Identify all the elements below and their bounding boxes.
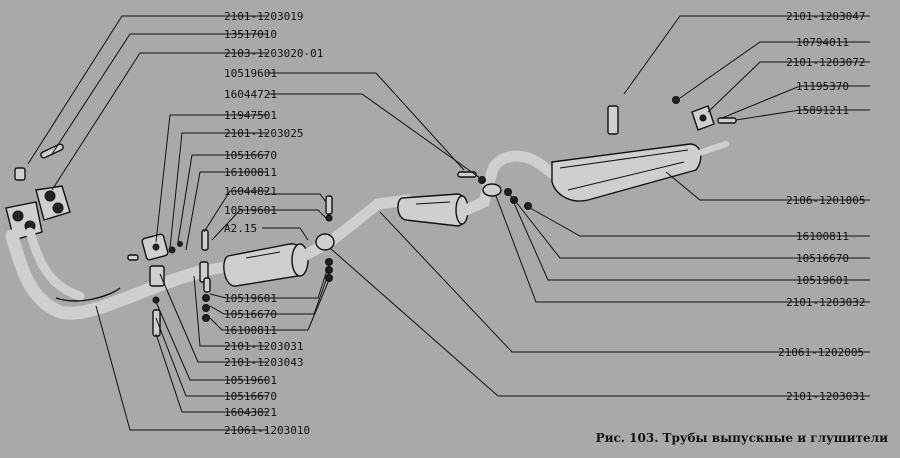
callout-label: 21061-1202005 — [778, 346, 864, 359]
callout-label: 10519601 — [224, 292, 277, 305]
callout-label: 16100811 — [224, 166, 277, 179]
callout-label: 2106-1201005 — [786, 194, 865, 207]
callout-label: 10516670 — [796, 252, 849, 265]
callout-label: 2101-1203043 — [224, 356, 303, 369]
callout-label: 10516670 — [224, 390, 277, 403]
tail-pipe — [460, 150, 562, 216]
rear-resonator — [397, 193, 469, 227]
callout-label: 2101-1203019 — [224, 10, 303, 23]
callout-label: 2101-1203047 — [786, 10, 865, 23]
callout-labels-left: 2101-1203019 13517010 2103-1203020-01 10… — [224, 10, 323, 437]
callout-label: 10519601 — [224, 67, 277, 80]
callout-labels-right: 2101-1203047 10794011 2101-1203072 11195… — [778, 10, 865, 403]
callout-label: 2101-1203031 — [224, 340, 303, 353]
fasteners — [127, 171, 532, 337]
rear-mount-hardware — [607, 96, 737, 135]
callout-label: 16043821 — [224, 406, 277, 419]
callout-label: 2101-1203032 — [786, 296, 865, 309]
callout-label: 16100811 — [224, 324, 277, 337]
callout-label: 11195370 — [796, 80, 849, 93]
callout-label: A2.15 — [224, 222, 257, 235]
callout-label: 11947501 — [224, 109, 277, 122]
leader-lines — [27, 15, 870, 431]
callout-label: 2101-1203025 — [224, 127, 303, 140]
callout-label: 10519601 — [224, 374, 277, 387]
callout-label: 2101-1203031 — [786, 390, 865, 403]
exhaust-drawing — [5, 96, 737, 337]
pipe-clamp — [141, 233, 169, 287]
callout-label: 10794011 — [796, 36, 849, 49]
callout-label: 2101-1203072 — [786, 56, 865, 69]
mid-pipe — [294, 194, 414, 264]
flange-gasket — [35, 185, 71, 221]
callout-label: 21061-1203010 — [224, 424, 310, 437]
callout-label: 2103-1203020-01 — [224, 47, 323, 60]
front-downpipe — [5, 227, 207, 320]
main-muffler — [551, 141, 729, 202]
callout-label: 10516670 — [224, 308, 277, 321]
callout-label: 13517010 — [224, 28, 277, 41]
callout-label: 10519601 — [796, 274, 849, 287]
callout-label: 16044821 — [224, 185, 277, 198]
callout-label: 16100811 — [796, 230, 849, 243]
callout-label: 10516670 — [224, 149, 277, 162]
stud-parts — [14, 143, 64, 181]
callout-label: 16044721 — [224, 88, 277, 101]
front-resonator — [223, 243, 309, 287]
figure-caption: Рис. 103. Трубы выпускные и глушители — [596, 431, 889, 445]
callout-label: 10519601 — [224, 204, 277, 217]
callout-label: 15891211 — [796, 104, 849, 117]
